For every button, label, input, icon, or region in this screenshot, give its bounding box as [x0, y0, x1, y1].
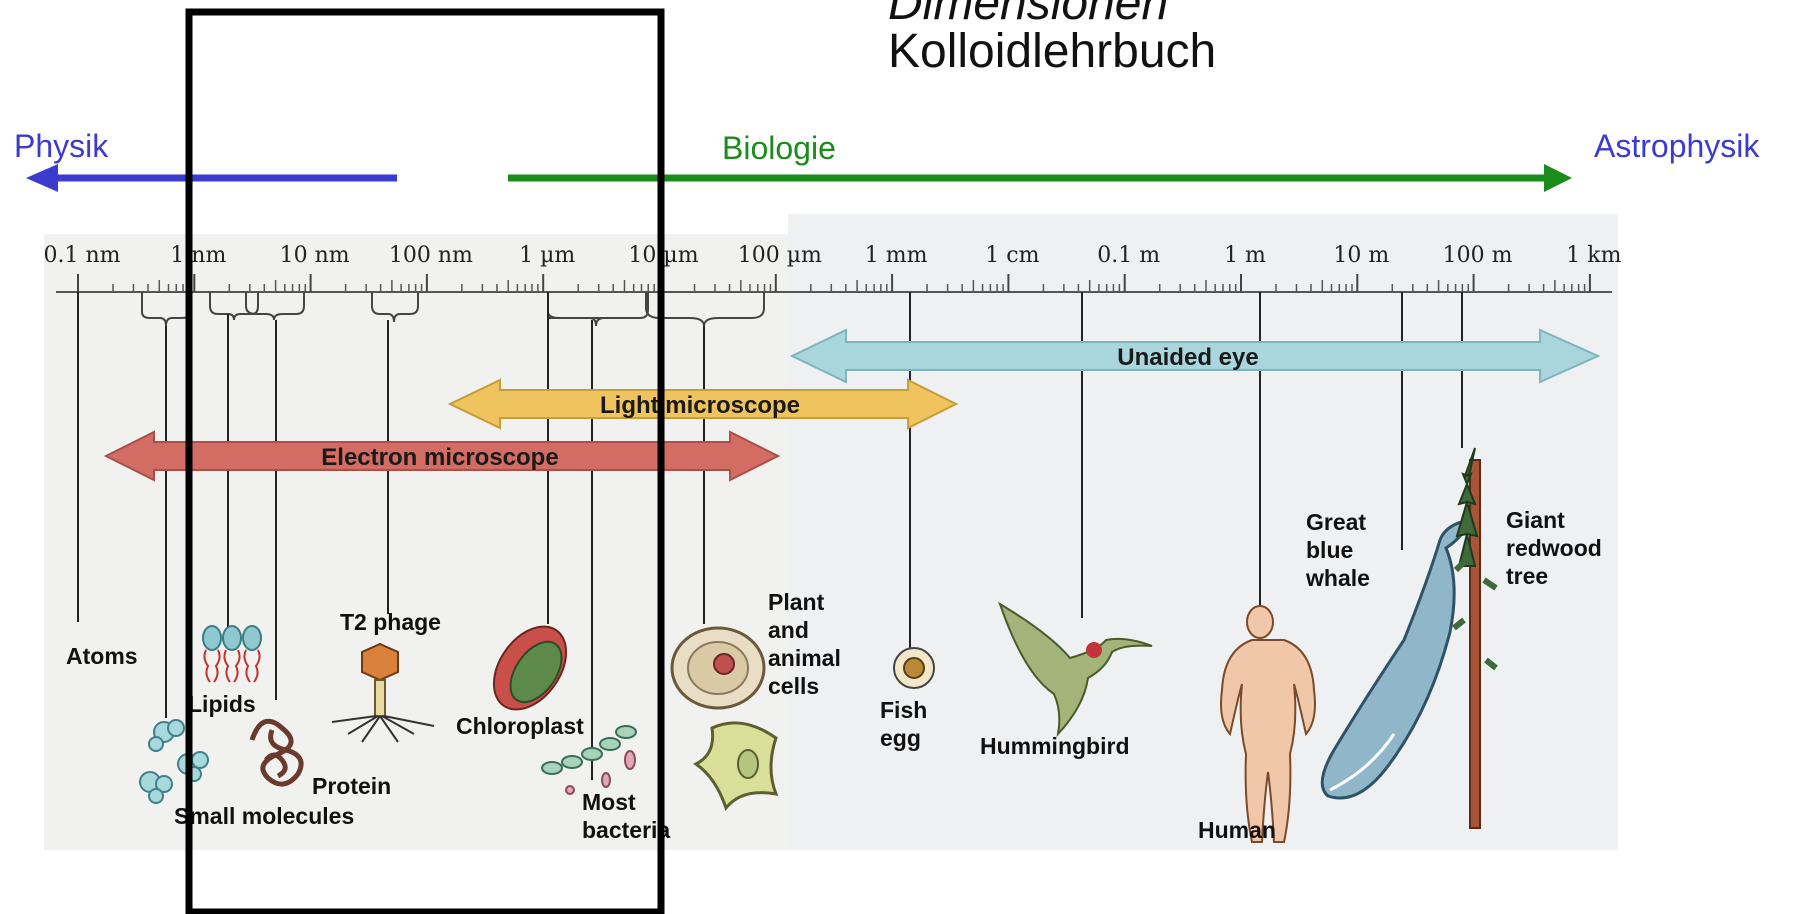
hummingbird-label: Hummingbird	[980, 733, 1130, 759]
scale-tick-label: 100 nm	[389, 243, 473, 268]
scale-tick-label: 10 nm	[280, 243, 350, 268]
light-microscope-label: Light microscope	[600, 392, 800, 419]
scale-tick-label: 10 m	[1333, 243, 1389, 268]
scale-tick-label: 1 cm	[985, 243, 1039, 268]
giant-redwood-label-3: tree	[1506, 563, 1548, 589]
protein-label: Protein	[312, 773, 391, 799]
unaided-eye-label: Unaided eye	[1117, 344, 1258, 371]
great-blue-whale-label-2: blue	[1306, 537, 1353, 563]
scale-tick-label: 1 mm	[865, 243, 928, 268]
lipids-label: Lipids	[188, 691, 256, 717]
figure-panel-right	[788, 214, 1618, 850]
fish-egg-label-2: egg	[880, 725, 921, 751]
atoms-label: Atoms	[66, 643, 138, 669]
scale-tick-label: 1 µm	[519, 243, 575, 268]
fish-egg-illustration	[894, 648, 934, 688]
giant-redwood-label-2: redwood	[1506, 535, 1602, 561]
scale-tick-label: 1 nm	[170, 243, 226, 268]
giant-redwood-label-1: Giant	[1506, 507, 1565, 533]
human-label: Human	[1198, 817, 1276, 843]
biology-arrow	[508, 164, 1572, 192]
scale-tick-label: 100 µm	[738, 243, 822, 268]
most-bacteria-label-2: bacteria	[582, 817, 670, 843]
great-blue-whale-label-1: Great	[1306, 509, 1366, 535]
cells-label-2: and	[768, 617, 809, 643]
great-blue-whale-label-3: whale	[1305, 565, 1370, 591]
scale-tick-label: 0.1 m	[1097, 243, 1160, 268]
fish-egg-label-1: Fish	[880, 697, 927, 723]
small-molecules-label: Small molecules	[174, 803, 354, 829]
cells-label-1: Plant	[768, 589, 825, 615]
electron-microscope-label: Electron microscope	[321, 444, 558, 471]
most-bacteria-label-1: Most	[582, 789, 636, 815]
physics-arrow	[26, 164, 397, 192]
scale-tick-label: 1 km	[1566, 243, 1621, 268]
scale-tick-label: 100 m	[1443, 243, 1513, 268]
cells-label-4: cells	[768, 673, 819, 699]
t2-phage-label: T2 phage	[340, 609, 441, 635]
cells-label-3: animal	[768, 645, 841, 671]
chloroplast-label: Chloroplast	[456, 713, 584, 739]
scale-tick-label: 0.1 nm	[43, 243, 120, 268]
scale-tick-label: 1 m	[1224, 243, 1266, 268]
